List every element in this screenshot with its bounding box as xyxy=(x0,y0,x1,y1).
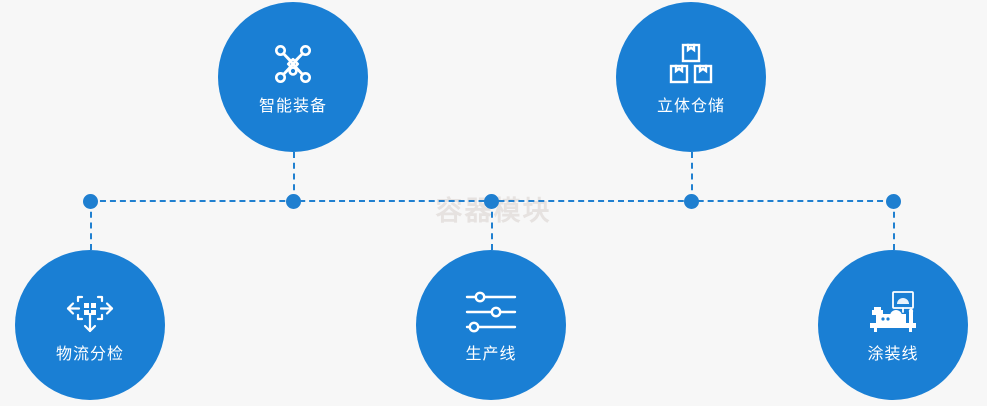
network-nodes-icon xyxy=(265,39,321,89)
bubble-intelligent-equipment[interactable]: 智能装备 xyxy=(218,2,368,152)
connector-stem-painting-line xyxy=(893,201,895,250)
bubble-label-intelligent-equipment: 智能装备 xyxy=(258,98,327,115)
bubble-logistics-sorting[interactable]: 物流分检 xyxy=(15,250,165,400)
bubble-label-logistics-sorting: 物流分检 xyxy=(55,346,124,363)
sliders-icon xyxy=(463,287,519,337)
connector-stem-intelligent-equipment xyxy=(293,152,295,201)
bubble-label-stereo-warehouse: 立体仓储 xyxy=(656,98,725,115)
sorting-arrows-icon xyxy=(62,287,118,337)
spine-node-3[interactable] xyxy=(483,193,499,209)
bubble-label-painting-line: 涂装线 xyxy=(867,346,919,363)
connector-stem-production-line xyxy=(491,201,493,250)
bubble-stereo-warehouse[interactable]: 立体仓储 xyxy=(616,2,766,152)
bubble-painting-line[interactable]: 涂装线 xyxy=(818,250,968,400)
factory-machine-icon xyxy=(865,287,921,337)
connector-stem-logistics-sorting xyxy=(90,201,92,250)
bubble-label-production-line: 生产线 xyxy=(465,346,517,363)
spine-node-4[interactable] xyxy=(683,193,699,209)
bubble-production-line[interactable]: 生产线 xyxy=(416,250,566,400)
spine-node-5[interactable] xyxy=(885,193,901,209)
stacked-boxes-icon xyxy=(663,39,719,89)
spine-node-1[interactable] xyxy=(82,193,98,209)
spine-node-2[interactable] xyxy=(285,193,301,209)
connector-stem-stereo-warehouse xyxy=(691,152,693,201)
